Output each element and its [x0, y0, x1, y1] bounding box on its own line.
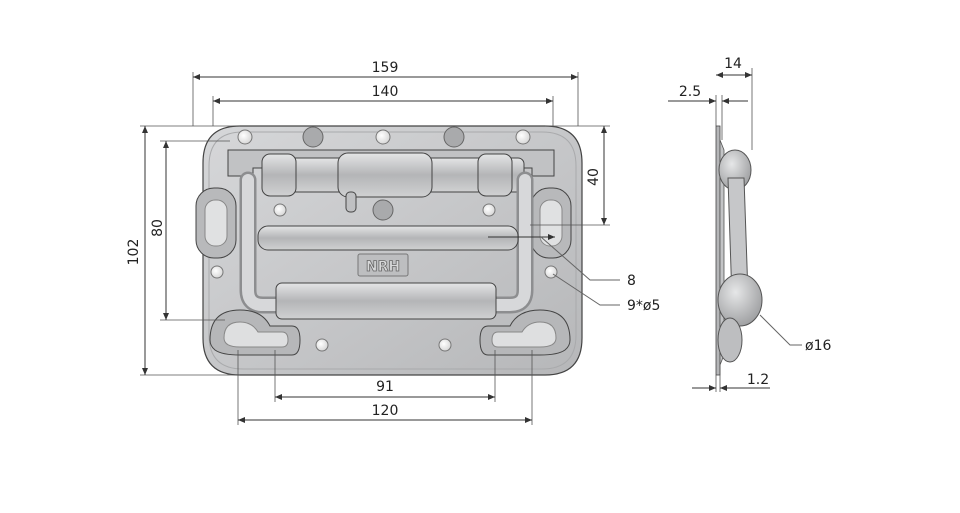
- dim-1-2: 1.2: [747, 372, 769, 388]
- handle-grip: [275, 282, 497, 320]
- hole: [375, 129, 391, 145]
- pivot-knuckle-center: [337, 152, 433, 198]
- hole: [210, 265, 224, 279]
- handle-crossbar: [257, 225, 519, 251]
- dim-159: 159: [372, 60, 399, 76]
- rivet-boss: [372, 199, 394, 221]
- rivet-boss: [443, 126, 465, 148]
- hole: [315, 338, 329, 352]
- logo-badge: [357, 253, 409, 277]
- side-lower-hook: [717, 317, 743, 363]
- leader-8: [540, 236, 620, 281]
- hook-left-inner: [223, 321, 289, 348]
- dim-40: 40: [586, 168, 602, 186]
- front-view: NRH: [126, 60, 660, 425]
- hole: [237, 129, 253, 145]
- hook-right-inner: [491, 321, 557, 348]
- hole: [273, 203, 287, 217]
- dim-14: 14: [724, 56, 742, 72]
- side-bottom-boss: [717, 273, 763, 327]
- logo-text: NRH: [366, 259, 400, 275]
- dim-91: 91: [376, 379, 394, 395]
- side-view: 14 2.5 1.2 ø16: [668, 56, 831, 392]
- pivot-knuckle-left: [261, 153, 297, 197]
- callout-16: ø16: [805, 338, 831, 354]
- hole: [544, 265, 558, 279]
- dim-80: 80: [150, 219, 166, 237]
- hole: [482, 203, 496, 217]
- dim-2-5: 2.5: [679, 84, 701, 100]
- callout-9-holes: 9*ø5: [627, 298, 660, 314]
- plate-inner-edge: [208, 131, 577, 370]
- dim-120: 120: [372, 403, 399, 419]
- extension-lines: [140, 72, 610, 425]
- hole: [515, 129, 531, 145]
- callout-8: 8: [627, 273, 636, 289]
- stop-tab: [345, 191, 357, 213]
- dim-102: 102: [126, 239, 142, 266]
- mounting-holes: [210, 129, 558, 352]
- hole: [438, 338, 452, 352]
- leader-9-holes: [552, 273, 620, 306]
- rivet-boss: [302, 126, 324, 148]
- slot-left-inner: [204, 199, 228, 247]
- dim-140: 140: [372, 84, 399, 100]
- leader-16: [759, 314, 802, 346]
- pivot-knuckle-right: [477, 153, 513, 197]
